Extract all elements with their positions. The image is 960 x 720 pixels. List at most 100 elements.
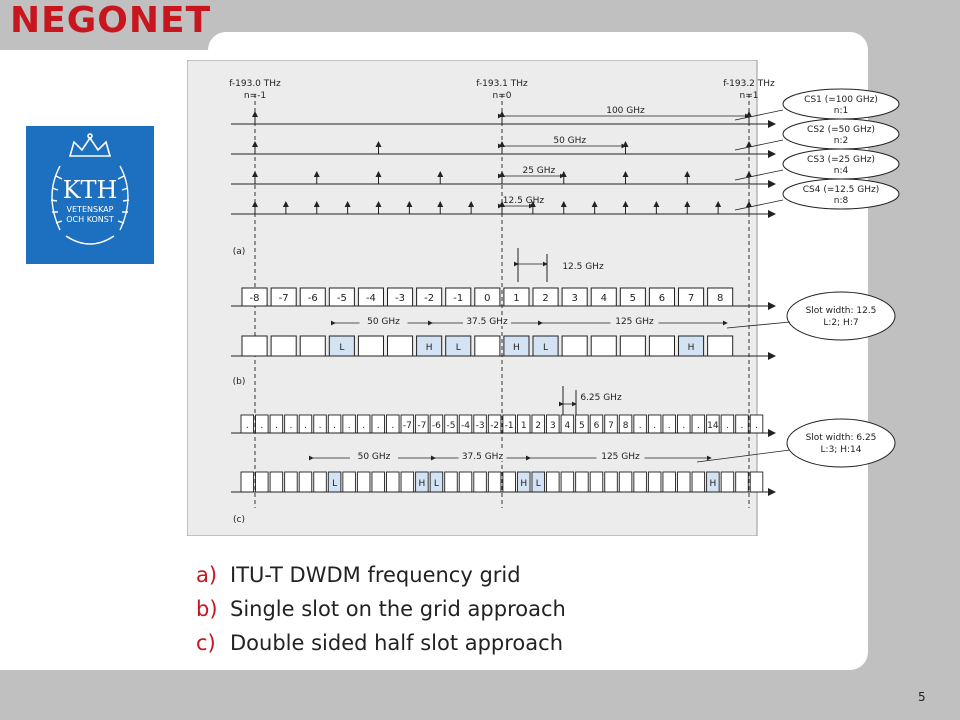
b-callout-line2: L:2; H:7 xyxy=(823,318,858,328)
b-width-label-bg-0 xyxy=(359,315,408,326)
b-alloc-slot-2 xyxy=(299,335,326,357)
b-width-label-bg-1 xyxy=(463,315,511,326)
b-alloc-slot-11 xyxy=(561,335,588,357)
b-slot-label-1: -7 xyxy=(279,293,289,304)
c-slot-label-29: . xyxy=(668,421,671,431)
c-slot-label-25: 7 xyxy=(608,421,614,431)
caption-a: a)ITU-T DWDM frequency grid xyxy=(196,558,566,592)
c-alloc-slot-25 xyxy=(604,471,618,493)
cs-row-1-spacing-label: 50 GHz xyxy=(553,136,586,146)
c-slot-label-16: -3 xyxy=(476,421,485,431)
c-slot-label-18: -1 xyxy=(505,421,514,431)
b-slot-label-16: 8 xyxy=(717,293,723,304)
cs-callout-2-pointer xyxy=(734,169,784,181)
c-slot-label-0: . xyxy=(246,421,249,431)
b-slot-label-9: 1 xyxy=(513,293,519,304)
b-alloc-slot-4 xyxy=(357,335,384,357)
c-alloc-slot-35 xyxy=(749,471,764,493)
c-alloc-slot-11 xyxy=(400,471,415,493)
c-marker-20: L xyxy=(536,479,541,489)
logo-name: KTH xyxy=(63,176,118,204)
c-alloc-slot-16 xyxy=(473,471,487,493)
c-slot-label-10: . xyxy=(391,421,394,431)
c-slot-label-20: 2 xyxy=(535,421,541,431)
cs-callout-3-pointer xyxy=(734,199,784,211)
cs-callout-1-line1: CS2 (=50 GHz) xyxy=(807,125,875,135)
c-slot-label-30: . xyxy=(682,421,685,431)
freq-label-2: f-193.2 THz xyxy=(723,79,775,89)
c-slot-label-19: 1 xyxy=(521,421,527,431)
c-spacing-label: 6.25 GHz xyxy=(580,393,622,403)
c-width-label-bg-0 xyxy=(350,450,398,461)
c-slot-label-2: . xyxy=(275,421,278,431)
crown-icon xyxy=(68,133,112,157)
caption-c-marker: c) xyxy=(196,631,216,655)
caption-b-marker: b) xyxy=(196,597,218,621)
c-alloc-slot-33 xyxy=(720,471,735,493)
b-slot-label-11: 3 xyxy=(571,293,577,304)
cs-row-3-spacing-label: 12.5 GHz xyxy=(503,196,545,206)
c-width-label-0: 50 GHz xyxy=(358,452,391,462)
cs-callout-1-pointer xyxy=(734,139,784,151)
c-alloc-slot-8 xyxy=(356,471,371,493)
cs-callout-2-line2: n:4 xyxy=(834,166,849,176)
c-slot-label-28: . xyxy=(653,421,656,431)
page-number: 5 xyxy=(918,690,926,704)
c-width-label-2: 125 GHz xyxy=(601,452,640,462)
b-callout-pointer xyxy=(726,321,791,329)
c-marker-13: L xyxy=(434,479,439,489)
c-alloc-slot-28 xyxy=(647,471,662,493)
c-slot-label-15: -4 xyxy=(461,421,470,431)
c-callout-line1: Slot width: 6.25 xyxy=(806,433,877,443)
cs-callout-0-line2: n:1 xyxy=(834,106,848,116)
c-marker-19: H xyxy=(520,479,527,489)
b-width-label-bg-2 xyxy=(610,315,659,326)
caption-b-text: Single slot on the grid approach xyxy=(230,597,566,621)
b-alloc-slot-0 xyxy=(241,335,268,357)
c-alloc-slot-15 xyxy=(458,471,473,493)
c-alloc-slot-14 xyxy=(444,471,458,493)
caption-c-text: Double sided half slot approach xyxy=(230,631,564,655)
n-label-1: n=0 xyxy=(493,91,512,101)
section-c-label: (c) xyxy=(233,515,245,525)
b-slot-label-0: -8 xyxy=(250,293,260,304)
section-a-label: (a) xyxy=(233,247,246,257)
section-b-label: (b) xyxy=(233,377,246,387)
c-marker-12: H xyxy=(418,479,425,489)
c-callout-line2: L:3; H:14 xyxy=(821,445,862,455)
c-slot-label-7: . xyxy=(348,421,351,431)
c-slot-label-32: 14 xyxy=(707,421,719,431)
b-alloc-slot-14 xyxy=(648,335,675,357)
b-alloc-slot-5 xyxy=(387,335,414,357)
caption-c: c) Double sided half slot approach xyxy=(196,626,566,660)
cs-callout-1-line2: n:2 xyxy=(834,136,848,146)
cs-callout-0-line1: CS1 (=100 GHz) xyxy=(804,95,878,105)
c-width-label-bg-2 xyxy=(596,450,645,461)
c-slot-label-3: . xyxy=(289,421,292,431)
c-slot-label-23: 5 xyxy=(579,421,585,431)
c-alloc-slot-9 xyxy=(371,471,385,493)
c-slot-label-12: -7 xyxy=(417,421,426,431)
c-alloc-slot-0 xyxy=(240,471,255,493)
c-alloc-slot-2 xyxy=(269,471,284,493)
b-alloc-slot-8 xyxy=(474,335,501,357)
c-marker-32: H xyxy=(709,479,716,489)
b-slot-label-3: -5 xyxy=(337,293,347,304)
c-slot-label-6: . xyxy=(333,421,336,431)
c-callout-pointer xyxy=(696,449,791,463)
b-slot-label-13: 5 xyxy=(630,293,636,304)
b-slot-label-2: -6 xyxy=(308,293,318,304)
caption-a-marker: a) xyxy=(196,563,218,587)
b-callout-bubble xyxy=(786,291,896,341)
c-alloc-slot-22 xyxy=(560,471,575,493)
b-spacing-label: 12.5 GHz xyxy=(562,262,604,272)
c-alloc-slot-5 xyxy=(313,471,327,493)
n-label-0: n=-1 xyxy=(244,91,266,101)
c-marker-6: L xyxy=(332,479,337,489)
c-alloc-slot-26 xyxy=(618,471,633,493)
logo-line1: VETENSKAP xyxy=(67,205,114,214)
c-slot-label-21: 3 xyxy=(550,421,556,431)
c-alloc-slot-29 xyxy=(662,471,676,493)
b-alloc-slot-12 xyxy=(590,335,617,357)
